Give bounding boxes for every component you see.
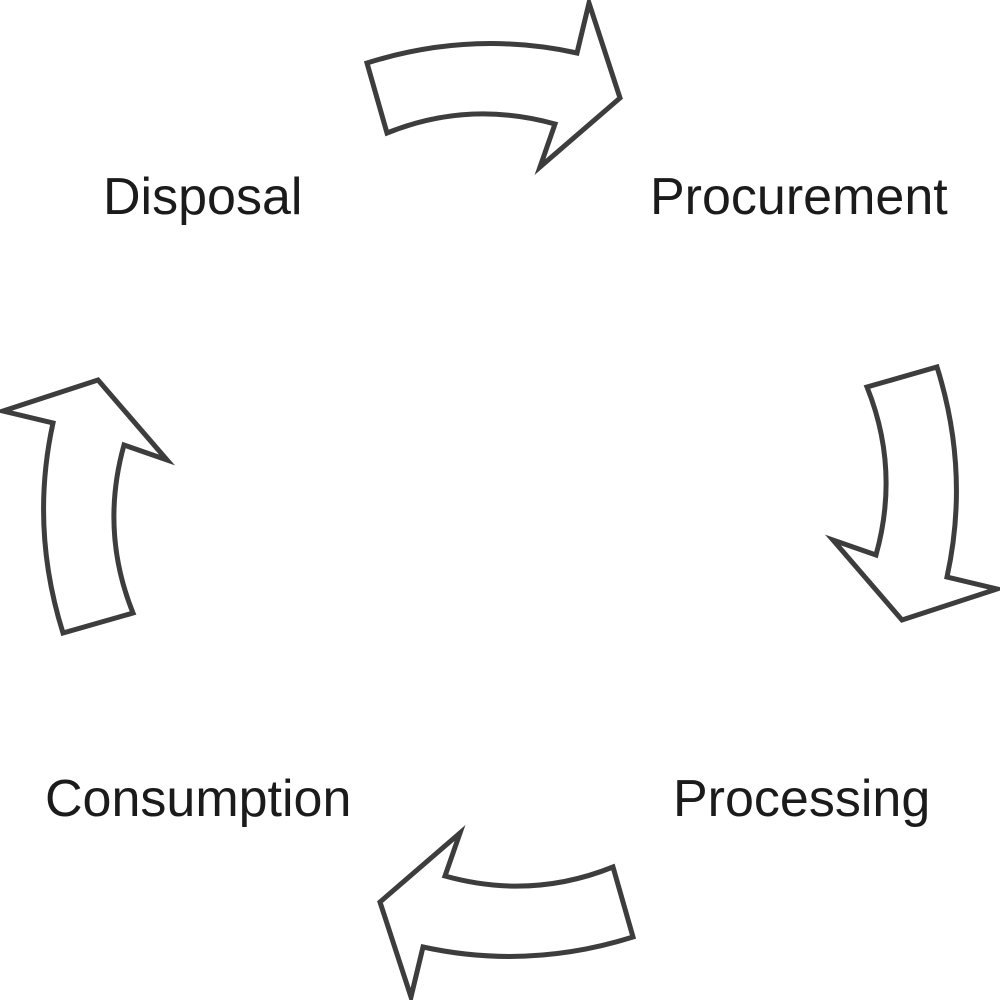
stage-label-consumption: Consumption: [45, 770, 352, 828]
arrow-consumption-to-disposal-icon: [3, 380, 167, 633]
arrow-processing-to-consumption-icon: [380, 833, 633, 997]
arrow-disposal-to-procurement-icon: [367, 3, 620, 167]
stage-label-disposal: Disposal: [103, 168, 303, 226]
stage-label-processing: Processing: [673, 770, 931, 828]
arrow-procurement-to-processing-icon: [833, 367, 997, 620]
stage-label-procurement: Procurement: [650, 168, 948, 226]
